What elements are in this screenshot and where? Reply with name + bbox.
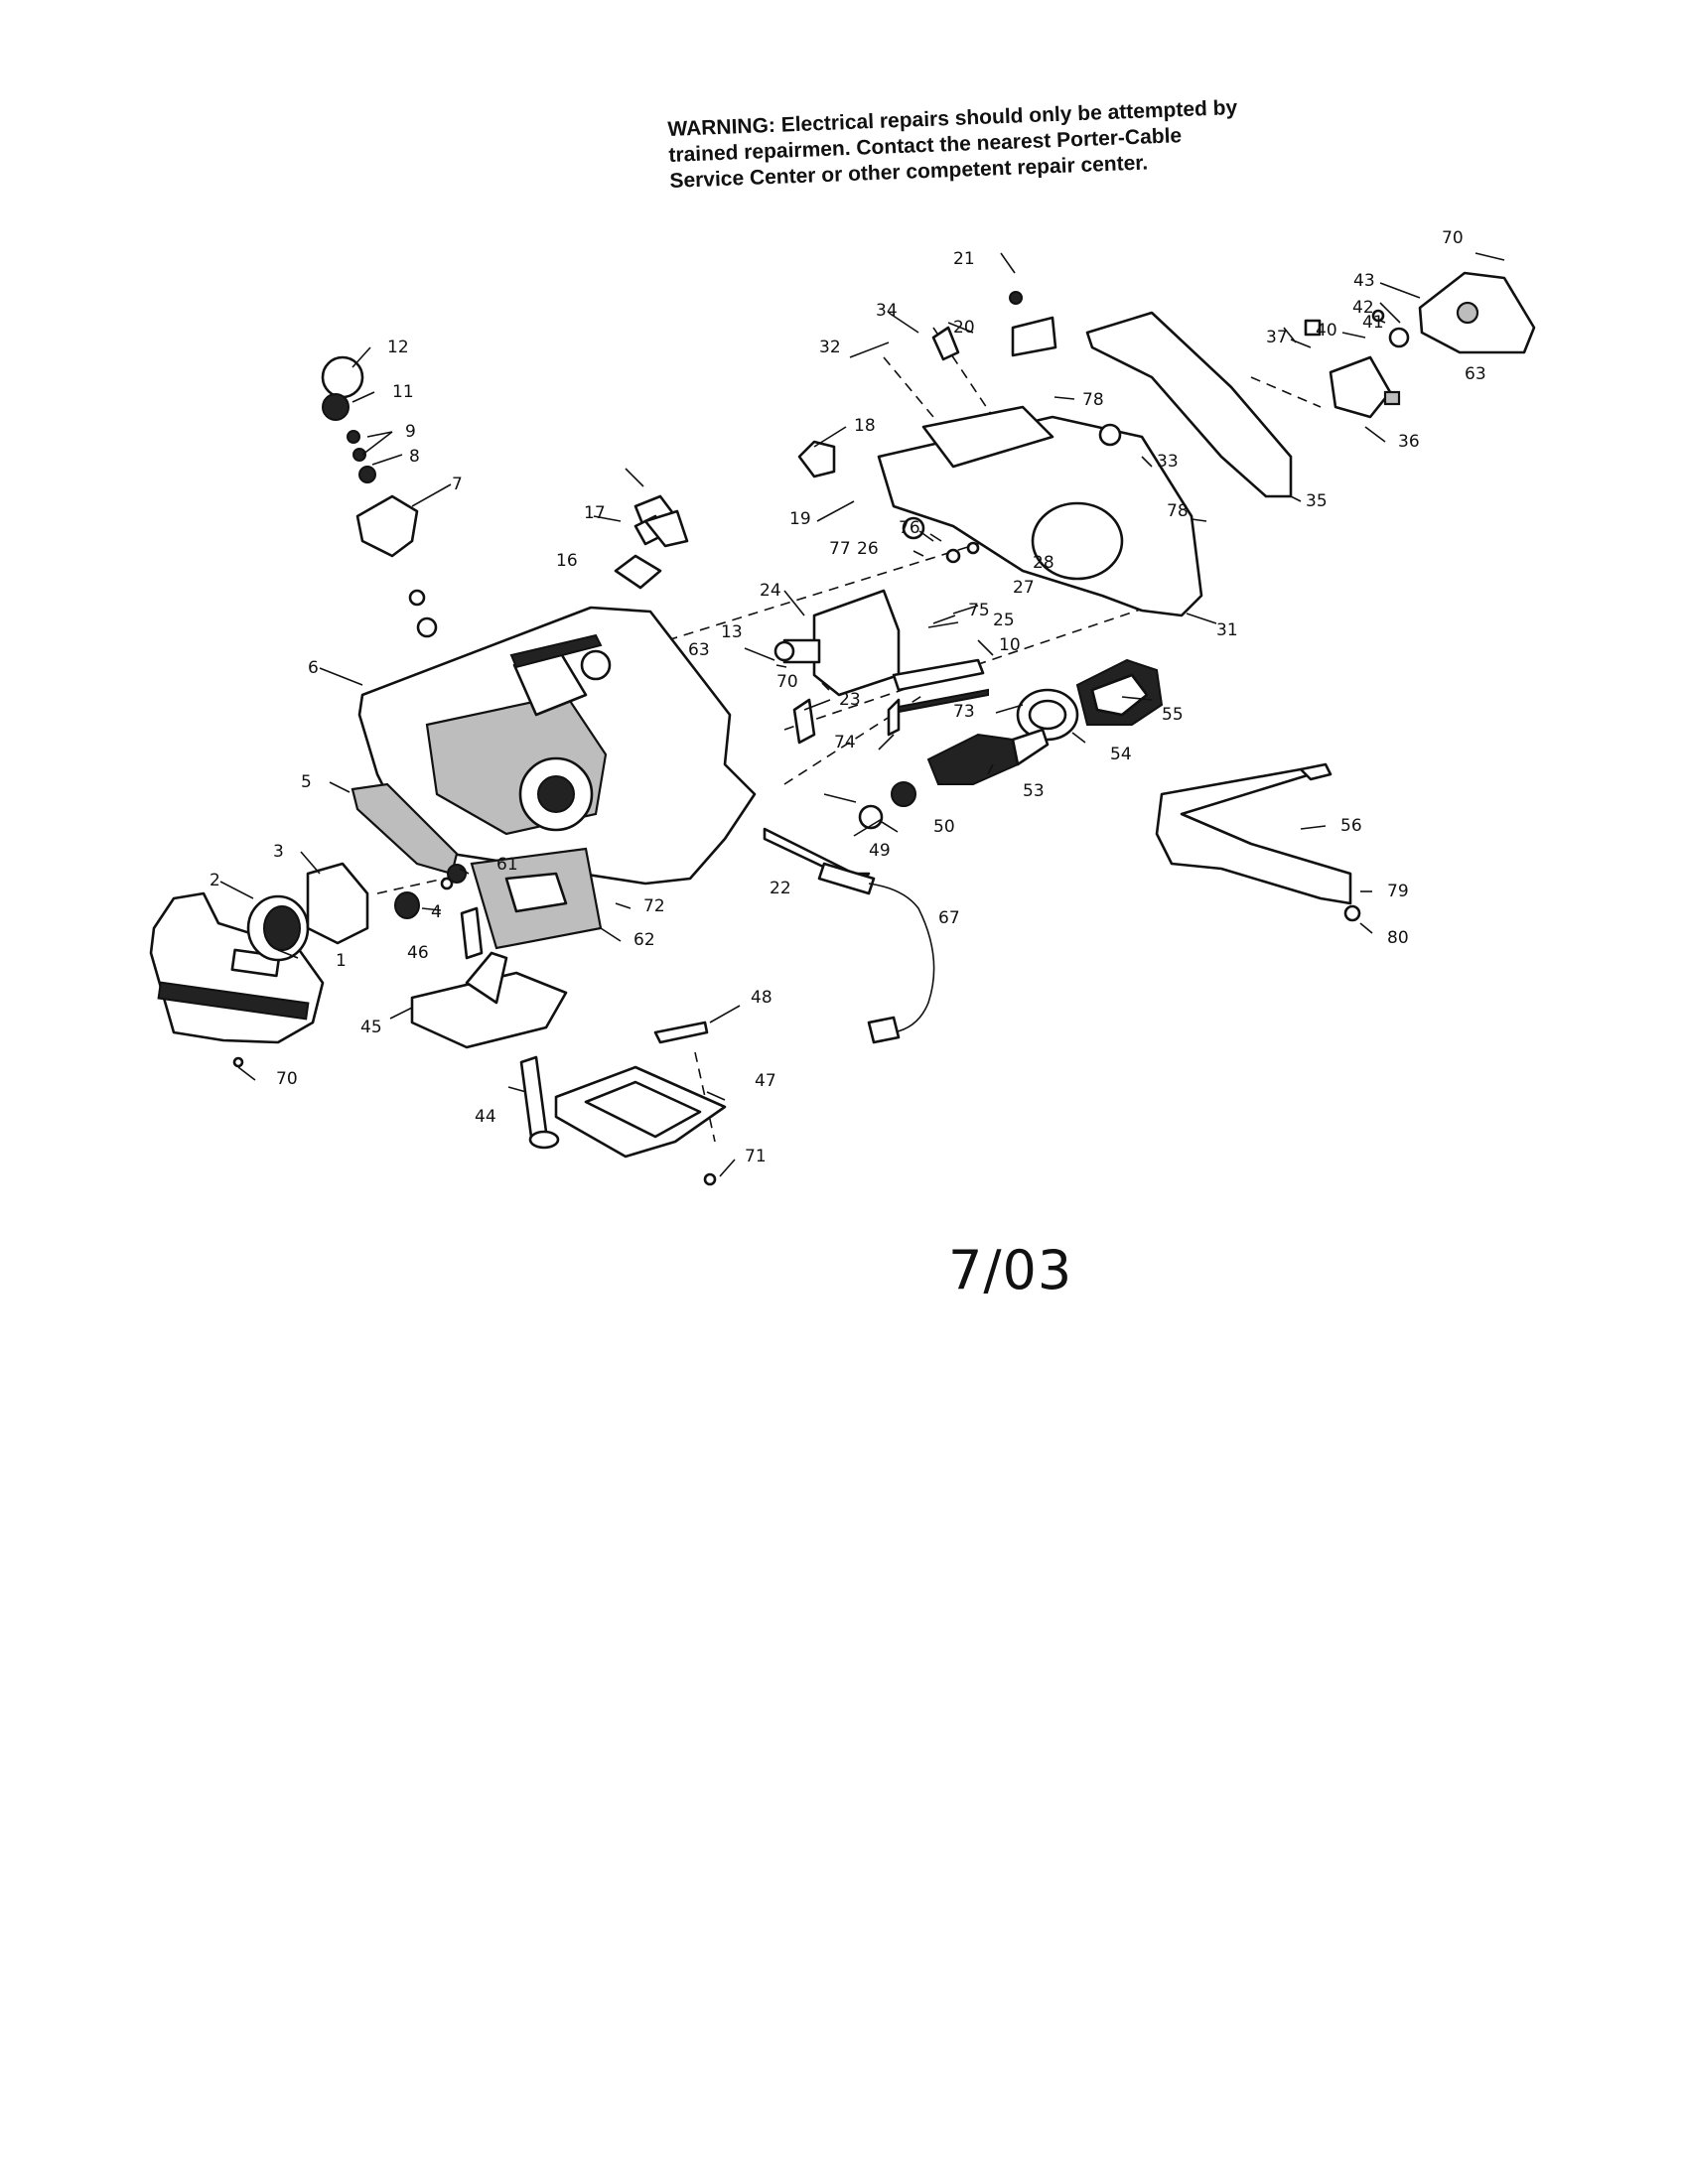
callout-6: 6: [308, 658, 319, 678]
callout-4: 4: [431, 902, 442, 922]
callout-44: 44: [475, 1107, 496, 1127]
callout-49: 49: [869, 841, 891, 861]
callout-23: 23: [839, 690, 861, 710]
field-coil-part: [1075, 658, 1164, 726]
callout-75: 75: [968, 601, 990, 620]
callout-20: 20: [953, 318, 975, 338]
callout-8: 8: [409, 447, 420, 467]
callout-21: 21: [953, 249, 975, 269]
rear-handle-part: [1085, 311, 1293, 498]
callout-53: 53: [1023, 781, 1045, 801]
callout-labels: 1 2 3 4 5 6 7 8 9 10 11 12 13 16 17 18 1…: [210, 228, 1486, 1166]
callout-62: 62: [633, 930, 655, 950]
callout-13: 13: [721, 622, 743, 642]
callout-31: 31: [1216, 620, 1238, 640]
callout-45: 45: [360, 1018, 382, 1037]
armature-part: [858, 688, 1079, 830]
belt-cover-part: [149, 782, 459, 1044]
callout-47: 47: [755, 1071, 776, 1091]
depth-assembly-part: [410, 847, 603, 1049]
shaft-parts: [887, 658, 989, 737]
motor-housing-part: [877, 405, 1203, 617]
callout-36: 36: [1398, 432, 1420, 452]
callout-12: 12: [387, 338, 409, 357]
callout-80: 80: [1387, 928, 1409, 948]
callout-22: 22: [770, 879, 791, 898]
revision-date: 7/03: [948, 1239, 1073, 1301]
callout-42: 42: [1352, 298, 1374, 318]
callout-48: 48: [751, 988, 772, 1008]
brush-plate-part: [1329, 355, 1401, 419]
callout-78-upper: 78: [1082, 390, 1104, 410]
callout-leaders: [219, 252, 1505, 1177]
callout-9: 9: [405, 422, 416, 442]
end-cap-part: [1418, 271, 1536, 354]
callout-10: 10: [999, 635, 1021, 655]
base-plate-part: [232, 1021, 727, 1186]
callout-19: 19: [789, 509, 811, 529]
clamp-plate-part: [792, 698, 816, 745]
callout-79: 79: [1387, 882, 1409, 901]
switch-cover-part: [633, 509, 689, 548]
callout-74: 74: [834, 733, 856, 752]
callout-72: 72: [643, 896, 665, 916]
callout-25: 25: [993, 611, 1015, 630]
callout-43: 43: [1353, 271, 1375, 291]
callout-63-right: 63: [1465, 364, 1486, 384]
callout-61: 61: [496, 855, 518, 875]
main-housing-part: [357, 606, 757, 886]
fence-part: [1155, 762, 1361, 922]
callout-5: 5: [301, 772, 312, 792]
callout-56: 56: [1340, 816, 1362, 836]
callout-3: 3: [273, 842, 284, 862]
callout-17: 17: [584, 503, 606, 523]
callout-71: 71: [745, 1147, 767, 1166]
callout-73: 73: [953, 702, 975, 722]
callout-27: 27: [1013, 578, 1035, 598]
callout-26: 26: [857, 539, 879, 559]
callout-40: 40: [1316, 321, 1337, 341]
callout-78-lower: 78: [1167, 501, 1189, 521]
callout-16: 16: [556, 551, 578, 571]
callout-50: 50: [933, 817, 955, 837]
callout-37: 37: [1266, 328, 1288, 347]
callout-76: 76: [899, 518, 920, 538]
callout-67: 67: [938, 908, 960, 928]
callout-2: 2: [210, 871, 220, 890]
callout-70-top: 70: [1442, 228, 1464, 248]
callout-46: 46: [407, 943, 429, 963]
callout-11: 11: [392, 382, 414, 402]
callout-1: 1: [336, 951, 347, 971]
callout-70-bottom: 70: [276, 1069, 298, 1089]
callout-54: 54: [1110, 745, 1132, 764]
callout-32: 32: [819, 338, 841, 357]
callout-77: 77: [829, 539, 851, 559]
callout-18: 18: [854, 416, 876, 436]
callout-41: 41: [1362, 313, 1384, 333]
motor-frame-part: [773, 589, 901, 697]
callout-28: 28: [1033, 553, 1054, 573]
callout-70-mid: 70: [776, 672, 798, 692]
callout-35: 35: [1306, 491, 1328, 511]
callout-34: 34: [876, 301, 898, 321]
callout-63-left: 63: [688, 640, 710, 660]
callout-55: 55: [1162, 705, 1184, 725]
cord-part: [763, 827, 935, 1044]
callout-7: 7: [452, 475, 463, 494]
callout-33: 33: [1157, 452, 1179, 472]
callout-24: 24: [760, 581, 781, 601]
